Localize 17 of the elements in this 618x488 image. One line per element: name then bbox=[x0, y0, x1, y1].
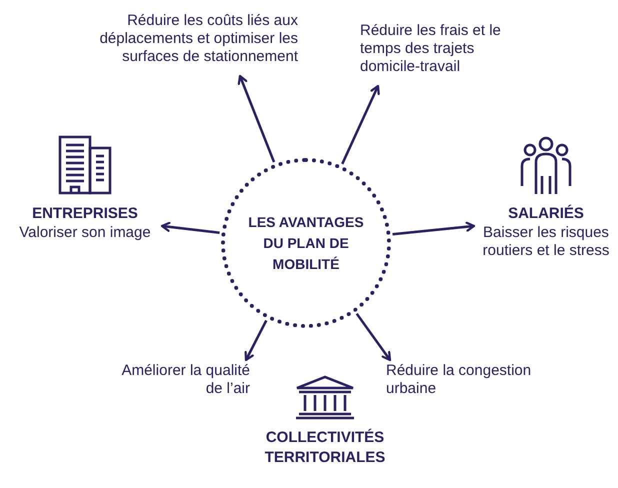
group-heading: COLLECTIVITÉS TERRITORIALES bbox=[264, 428, 386, 468]
arrow bbox=[392, 222, 476, 236]
benefit-text: Améliorer la qualité de l’air bbox=[120, 362, 250, 398]
arrow bbox=[356, 312, 392, 362]
benefit-text: Réduire les coûts liés aux déplacements et optimiser les surfaces de stationnement bbox=[98, 12, 298, 66]
benefit-text: Réduire la congestion urbaine bbox=[386, 362, 532, 398]
arrow bbox=[238, 74, 276, 163]
benefit-text: Réduire les frais et le temps des trajets domicile-travail bbox=[360, 22, 502, 76]
arrow bbox=[244, 320, 268, 362]
arrow bbox=[160, 222, 220, 234]
dotted-circle bbox=[221, 158, 391, 328]
arrow bbox=[341, 84, 380, 164]
benefit-text: Baisser les risques routiers et le stress bbox=[482, 224, 610, 260]
group-heading: ENTREPRISES bbox=[31, 204, 139, 224]
group-heading: SALARIÉS bbox=[507, 204, 585, 224]
circle-title: LES AVANTAGES DU PLAN DE MOBILITÉ bbox=[248, 212, 364, 274]
benefit-text: Valoriser son image bbox=[18, 224, 152, 242]
